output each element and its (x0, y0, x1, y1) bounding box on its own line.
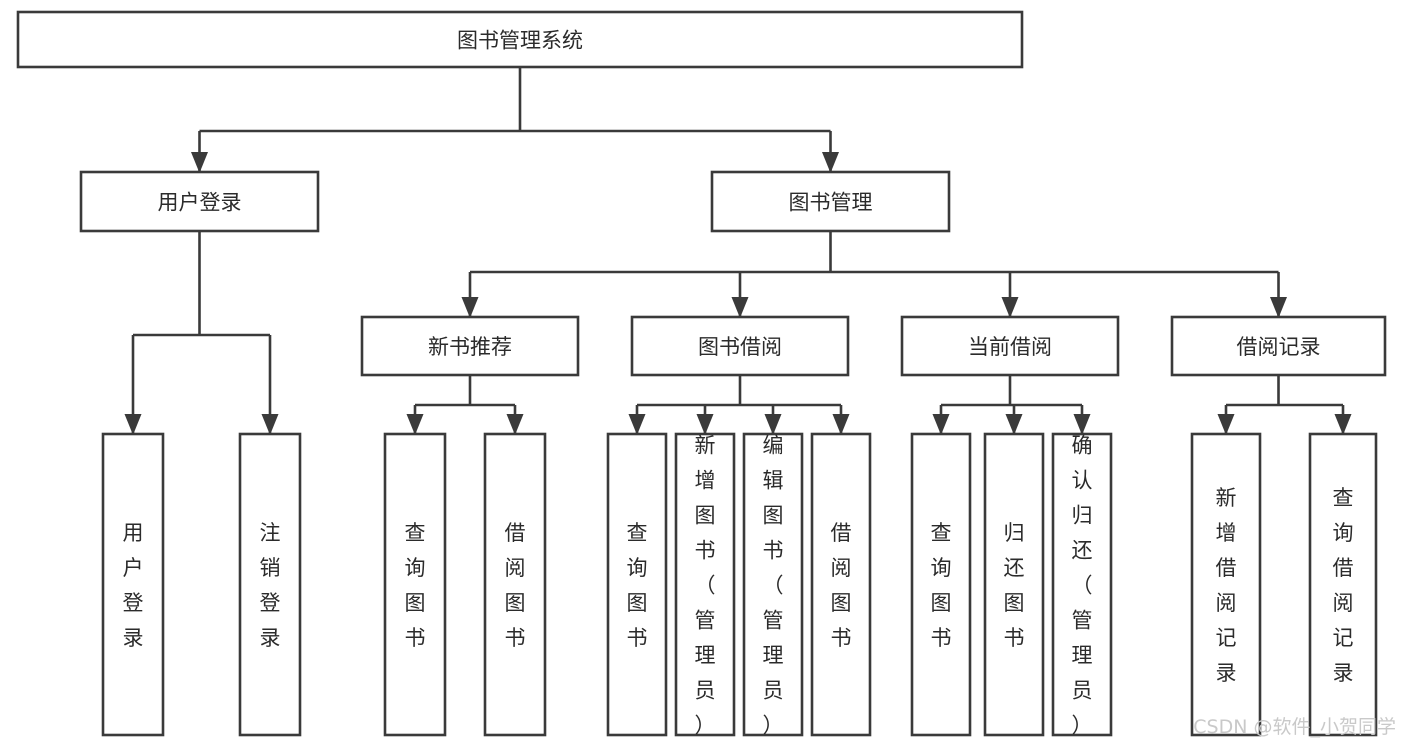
arrow-head-icon (932, 414, 950, 435)
node-box-root (16, 10, 1024, 69)
node-label-leaf-query-book-recommend: 查询图书 (405, 521, 426, 650)
node-box-leaf-add-book (674, 432, 736, 737)
node-leaf-user-login[interactable]: 用户登录 (101, 432, 165, 737)
node-leaf-edit-book[interactable]: 编辑图书（管理员） (742, 432, 804, 738)
node-box-book-management (710, 170, 951, 233)
node-label-leaf-query-record: 查询借阅记录 (1333, 486, 1354, 685)
node-box-leaf-logout (238, 432, 302, 737)
node-label-leaf-query-book-current: 查询图书 (931, 521, 952, 650)
node-label-borrow-records: 借阅记录 (1237, 335, 1321, 359)
node-box-leaf-confirm-return (1051, 432, 1113, 737)
node-leaf-query-book-recommend[interactable]: 查询图书 (383, 432, 447, 737)
arrow-head-icon (1270, 297, 1287, 318)
node-label-leaf-confirm-return: 确认归还（管理员） (1072, 434, 1093, 738)
arrow-head-icon (261, 414, 279, 435)
node-box-current-borrow (900, 315, 1120, 377)
node-book-management[interactable]: 图书管理 (710, 170, 951, 233)
node-leaf-return-book[interactable]: 归还图书 (983, 432, 1045, 737)
node-label-root: 图书管理系统 (457, 29, 583, 53)
node-box-leaf-query-book-current (910, 432, 972, 737)
node-leaf-borrow-book-recommend[interactable]: 借阅图书 (483, 432, 547, 737)
node-leaf-query-book-borrow[interactable]: 查询图书 (606, 432, 668, 737)
arrow-head-icon (406, 414, 424, 435)
node-label-leaf-borrow-book-recommend: 借阅图书 (505, 521, 526, 650)
arrow-head-icon (731, 297, 749, 318)
arrow-head-icon (1334, 414, 1352, 435)
node-box-book-borrow (630, 315, 850, 377)
arrow-head-icon (764, 414, 782, 435)
node-new-book-recommend[interactable]: 新书推荐 (360, 315, 580, 377)
node-box-leaf-return-book (983, 432, 1045, 737)
node-label-user-login: 用户登录 (158, 191, 242, 215)
node-box-leaf-query-book-recommend (383, 432, 447, 737)
nodes-layer: 图书管理系统用户登录图书管理新书推荐图书借阅当前借阅借阅记录用户登录注销登录查询… (16, 10, 1387, 738)
node-box-leaf-query-book-borrow (606, 432, 668, 737)
node-label-leaf-add-book: 新增图书（管理员） (695, 434, 716, 738)
arrow-head-icon (1005, 414, 1023, 435)
node-current-borrow[interactable]: 当前借阅 (900, 315, 1120, 377)
node-label-leaf-logout: 注销登录 (260, 521, 281, 650)
arrow-head-icon (696, 414, 714, 435)
node-label-current-borrow: 当前借阅 (968, 335, 1052, 359)
node-label-book-borrow: 图书借阅 (698, 335, 782, 359)
node-label-leaf-borrow-book: 借阅图书 (831, 521, 852, 650)
node-leaf-add-book[interactable]: 新增图书（管理员） (674, 432, 736, 738)
node-root[interactable]: 图书管理系统 (16, 10, 1024, 69)
node-label-new-book-recommend: 新书推荐 (428, 335, 512, 359)
arrow-head-icon (822, 152, 839, 173)
arrow-head-icon (1001, 297, 1019, 318)
node-borrow-records[interactable]: 借阅记录 (1170, 315, 1387, 377)
node-box-leaf-borrow-book (810, 432, 872, 737)
node-box-borrow-records (1170, 315, 1387, 377)
node-box-user-login (79, 170, 320, 233)
node-leaf-query-book-current[interactable]: 查询图书 (910, 432, 972, 737)
arrow-head-icon (124, 414, 142, 435)
arrow-head-icon (628, 414, 646, 435)
arrow-head-icon (1217, 414, 1235, 435)
arrow-head-icon (461, 297, 479, 318)
node-label-book-management: 图书管理 (789, 191, 873, 215)
node-label-leaf-add-record: 新增借阅记录 (1216, 486, 1237, 685)
arrow-head-icon (191, 152, 208, 173)
node-leaf-confirm-return[interactable]: 确认归还（管理员） (1051, 432, 1113, 738)
connectors-layer (124, 67, 1352, 435)
node-label-leaf-query-book-borrow: 查询图书 (627, 521, 648, 650)
arrow-head-icon (1073, 414, 1091, 435)
node-label-leaf-return-book: 归还图书 (1004, 521, 1025, 650)
node-box-leaf-query-record (1308, 432, 1378, 737)
node-box-leaf-edit-book (742, 432, 804, 737)
node-leaf-logout[interactable]: 注销登录 (238, 432, 302, 737)
node-leaf-add-record[interactable]: 新增借阅记录 (1190, 432, 1262, 737)
node-user-login[interactable]: 用户登录 (79, 170, 320, 233)
arrow-head-icon (506, 414, 524, 435)
csdn-watermark: CSDN @软件_小贺同学 (1193, 716, 1396, 738)
node-book-borrow[interactable]: 图书借阅 (630, 315, 850, 377)
node-box-leaf-borrow-book-recommend (483, 432, 547, 737)
node-leaf-query-record[interactable]: 查询借阅记录 (1308, 432, 1378, 737)
node-label-leaf-edit-book: 编辑图书（管理员） (763, 434, 784, 738)
node-box-leaf-user-login (101, 432, 165, 737)
node-box-new-book-recommend (360, 315, 580, 377)
arrow-head-icon (832, 414, 850, 435)
node-leaf-borrow-book[interactable]: 借阅图书 (810, 432, 872, 737)
node-label-leaf-user-login: 用户登录 (123, 521, 144, 650)
node-box-leaf-add-record (1190, 432, 1262, 737)
